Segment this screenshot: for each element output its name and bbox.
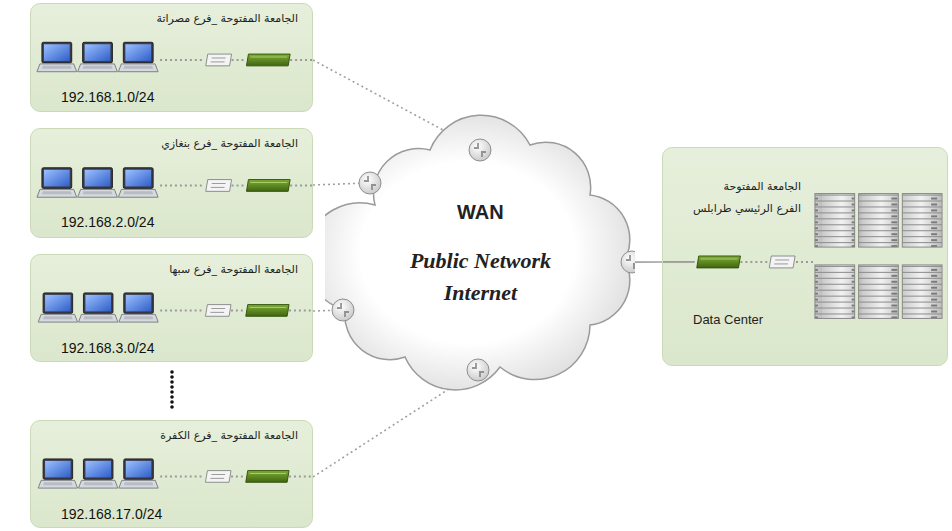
wan-cloud: WAN Public Network Internet [325, 95, 635, 395]
wan-cloud-art [325, 95, 635, 395]
branch-heading: الجامعة المفتوحة _فرع الكفرة [160, 429, 298, 442]
branch-panel: الجامعة المفتوحة _فرع مصراتة 192.168.1.0/… [30, 3, 313, 112]
branch-panel: الجامعة المفتوحة _فرع سبها 192.168.3.0/24 [30, 254, 313, 362]
cloud-subtitle: Public Network Internet [393, 245, 568, 309]
cloud-title: WAN [457, 201, 504, 224]
site-subheading: الفرع الرئيسي طرابلس [693, 202, 801, 215]
branch-heading: الجامعة المفتوحة _فرع بنغازي [161, 137, 298, 150]
continuation-dots [170, 370, 174, 409]
datacenter-label: Data Center [693, 312, 763, 327]
subnet-label: 192.168.17.0/24 [61, 506, 162, 522]
branch-heading: الجامعة المفتوحة _فرع سبها [169, 263, 298, 276]
datacenter-panel-art [663, 148, 947, 365]
site-heading: الجامعة المفتوحة [724, 180, 801, 193]
branch-panel: الجامعة المفتوحة _فرع بنغازي 192.168.2.0/… [30, 128, 313, 238]
branch-panel: الجامعة المفتوحة _فرع الكفرة 192.168.17.0… [30, 420, 313, 528]
branch-heading: الجامعة المفتوحة _فرع مصراتة [157, 12, 298, 25]
datacenter-panel: الجامعة المفتوحة الفرع الرئيسي طرابلس Data… [662, 147, 948, 366]
subnet-label: 192.168.2.0/24 [61, 214, 154, 230]
subnet-label: 192.168.3.0/24 [61, 340, 154, 356]
network-link [632, 261, 662, 263]
subnet-label: 192.168.1.0/24 [61, 89, 154, 105]
